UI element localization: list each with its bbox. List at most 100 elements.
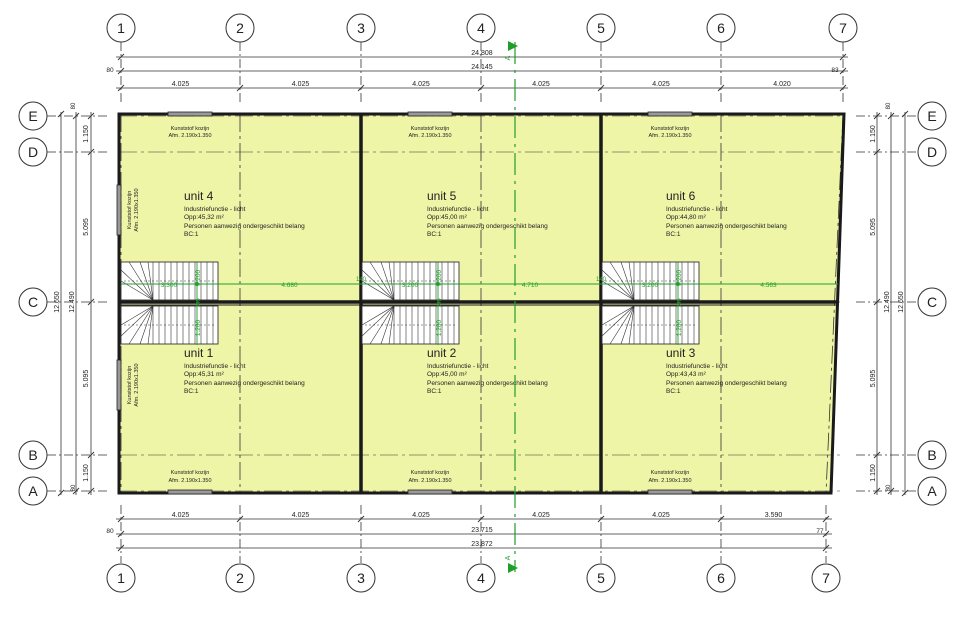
unit-name: unit 2 <box>427 346 457 360</box>
dimension-tick <box>117 515 125 523</box>
unit-function: Industriefunctie - licht <box>184 206 246 213</box>
grid-label-E: E <box>28 108 37 124</box>
stair-winder <box>388 261 395 301</box>
window-size: Afm. 2.190x1.350 <box>408 478 451 484</box>
grid-label-D: D <box>28 144 38 160</box>
grid-label-6: 6 <box>717 20 725 36</box>
unit-function: Industriefunctie - licht <box>666 206 728 213</box>
unit-persons: Personen aanwezig ondergeschikt belang <box>184 380 305 387</box>
section-label-top: A <box>505 55 512 60</box>
dimension-tick <box>236 84 244 92</box>
grid-label-5: 5 <box>597 570 605 586</box>
dimension-span: 1.150 <box>83 125 90 143</box>
dimension-offset: 80 <box>71 102 77 109</box>
dimension-tick <box>901 489 909 497</box>
dimension-span: 1.150 <box>870 464 877 482</box>
window-bottom <box>647 489 693 495</box>
unit-function: Industriefunctie - licht <box>427 206 489 213</box>
staircase <box>120 305 219 345</box>
unit-persons: Personen aanwezig ondergeschikt belang <box>427 380 548 387</box>
grid-bubble-2 <box>225 13 255 43</box>
grid-label-A: A <box>28 483 38 499</box>
unit-persons: Personen aanwezig ondergeschikt belang <box>666 223 787 230</box>
grid-label-A: A <box>927 483 937 499</box>
window-label: Kunststof kozijn <box>651 126 690 132</box>
window-label: Kunststof kozijn <box>127 191 133 230</box>
dimension-tick <box>236 515 244 523</box>
grid-label-2: 2 <box>236 20 244 36</box>
stair-winder <box>120 305 154 337</box>
dimension-span: 4.025 <box>172 81 190 88</box>
grid-label-B: B <box>927 447 936 463</box>
grid-label-7: 7 <box>822 570 830 586</box>
dimension-inner-top: 24.145 <box>471 64 493 71</box>
grid-bubble-6 <box>706 13 736 43</box>
dimension-tick <box>57 489 65 497</box>
dimension-offset: 77 <box>816 528 824 535</box>
section-arrow-top-icon <box>508 41 518 51</box>
unit-bc: BC:1 <box>666 231 681 238</box>
grid-bubble-5 <box>586 13 616 43</box>
dimension-span: 1.150 <box>83 464 90 482</box>
unit-bc: BC:1 <box>184 388 199 395</box>
dimension-tick <box>87 298 95 306</box>
unit-area: Opp:45,00 m² <box>427 371 468 378</box>
dimension-tick <box>887 487 895 495</box>
clear-span: 4.563 <box>760 282 777 289</box>
grid-bubble-E <box>917 101 947 131</box>
grid-bubble-E <box>18 101 48 131</box>
grid-bubble-2 <box>225 563 255 593</box>
stair-winder <box>620 305 635 345</box>
stair-length: 3.200 <box>402 282 419 289</box>
dimension-node <box>676 282 680 286</box>
grid-label-1: 1 <box>117 20 125 36</box>
stair-gap: 140 <box>196 298 202 307</box>
dimension-span: 4.025 <box>412 81 430 88</box>
stair-gap: 140 <box>356 277 367 283</box>
stair-winder <box>388 305 395 345</box>
window-size: Afm. 2.190x1.350 <box>648 133 691 139</box>
grid-bubble-D <box>18 137 48 167</box>
stair-gap: 140 <box>437 298 443 307</box>
staircase <box>601 305 700 345</box>
unit-area: Opp:45,31 m² <box>184 371 225 378</box>
unit-name: unit 4 <box>184 189 214 203</box>
dimension-inner-bottom: 23.715 <box>471 527 493 534</box>
unit-bc: BC:1 <box>184 231 199 238</box>
window-label: Kunststof kozijn <box>411 470 450 476</box>
grid-label-C: C <box>927 294 937 310</box>
dimension-tick <box>717 84 725 92</box>
window-label: Kunststof kozijn <box>411 126 450 132</box>
stair-winder <box>147 305 154 345</box>
grid-label-1: 1 <box>117 570 125 586</box>
dimension-tick <box>87 148 95 156</box>
stair-width: 1.200 <box>676 269 683 286</box>
grid-bubble-C <box>917 287 947 317</box>
dimension-tick <box>887 112 895 120</box>
dimension-tick <box>357 515 365 523</box>
grid-label-3: 3 <box>357 570 365 586</box>
stair-winder <box>601 305 635 326</box>
dimension-overall-top: 24.808 <box>471 50 493 57</box>
dimension-overall: 12.650 <box>898 291 905 313</box>
grid-bubble-C <box>18 287 48 317</box>
dimension-tick <box>72 487 80 495</box>
stair-winder <box>601 305 635 337</box>
stair-width: 1.200 <box>195 319 202 336</box>
window-left <box>116 359 122 411</box>
stair-winder <box>361 305 395 326</box>
grid-label-B: B <box>28 447 37 463</box>
grid-bubble-B <box>18 440 48 470</box>
dimension-tick <box>117 530 125 538</box>
grid-bubble-B <box>917 440 947 470</box>
dimension-span: 4.025 <box>412 512 430 519</box>
grid-bubble-7 <box>828 13 858 43</box>
dimension-span: 4.025 <box>172 512 190 519</box>
grid-bubble-4 <box>466 13 496 43</box>
dimension-tick <box>87 451 95 459</box>
dimension-tick <box>117 53 125 61</box>
dimension-tick <box>901 110 909 118</box>
grid-label-4: 4 <box>477 20 485 36</box>
unit-persons: Personen aanwezig ondergeschikt belang <box>666 380 787 387</box>
dimension-tick <box>87 487 95 495</box>
